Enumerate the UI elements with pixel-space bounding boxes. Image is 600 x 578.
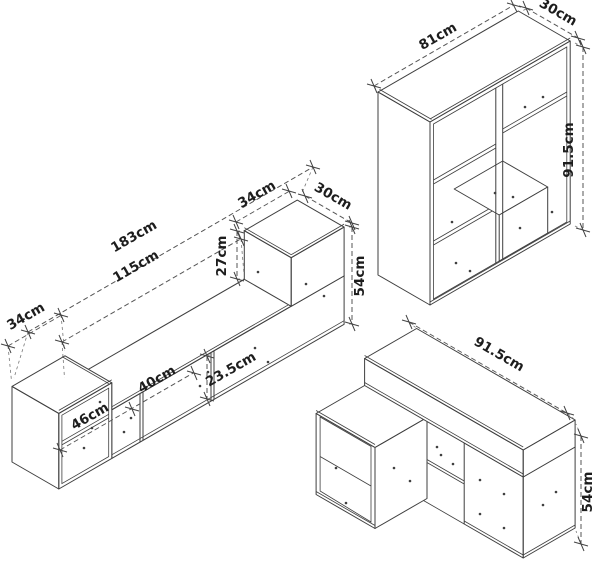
- dim-label-top-cube-width: 34cm: [235, 177, 278, 211]
- dim-label-upright-height: 91.5cm: [561, 122, 577, 177]
- low-right-cube-doubles: [464, 520, 576, 556]
- beam-bottom-sill: [111, 320, 345, 456]
- left-cube-inner-shelf: [61, 413, 109, 446]
- left-cube-edge-doubles: [58, 356, 113, 411]
- right-cube-edge-doubles: [244, 223, 345, 256]
- beam-dividers: [139, 350, 215, 443]
- tv-stand-left-cube: [11, 355, 113, 490]
- upright-edge-doubles: [379, 37, 571, 303]
- dim-label-top-cube-depth: 30cm: [311, 179, 354, 213]
- upright-divider: [495, 84, 504, 263]
- dim-label-top-cube-height: 27cm: [214, 236, 230, 277]
- low-left-cube-inner-shelf: [319, 456, 372, 487]
- low-right-cube-silhouette: [464, 443, 576, 558]
- low-shelf-right-cube: [463, 442, 576, 559]
- low-left-cube-silhouette: [316, 383, 427, 529]
- dimension-lines: [408, 321, 582, 544]
- low-shelf-beam: [364, 328, 576, 478]
- dimension-ticks: [366, 0, 591, 238]
- low-left-cube-window: [319, 416, 372, 523]
- low-beam-end-face: [522, 419, 576, 478]
- upright-front-face: [429, 40, 571, 306]
- right-cube-front-face: [290, 226, 345, 307]
- low-shelf-middle-interior: [423, 445, 465, 525]
- low-beam-doubles: [364, 355, 524, 475]
- left-cube-front-face: [58, 382, 113, 490]
- unit-low-shelf: 91.5cm 54cm: [315, 314, 596, 559]
- right-cube-screw-holes: [256, 270, 326, 298]
- left-cube-opening-frame: [61, 387, 110, 485]
- dim-label-low-height: 54cm: [580, 472, 596, 513]
- unit-upright-shelf: 81cm 30cm 91.5cm: [366, 0, 591, 306]
- dimension-lines: [373, 4, 584, 230]
- unit-tv-stand: 183cm 115cm 34cm 46cm 40cm 23.5cm 34cm 3…: [0, 159, 368, 490]
- low-left-cube-doubles: [315, 410, 376, 526]
- low-left-cube-right-face: [374, 417, 428, 529]
- upright-shelves: [433, 91, 567, 246]
- dimension-ticks: [0, 159, 360, 458]
- low-shelf-left-cube: [315, 383, 428, 529]
- middle-shelf-lines: [423, 457, 465, 525]
- tv-stand-right-cube: [243, 199, 345, 307]
- left-cube-pin-holes: [82, 400, 102, 450]
- upright-inner-cube-front: [498, 186, 549, 262]
- dimension-ticks: [401, 314, 589, 552]
- low-beam-silhouette: [364, 328, 576, 477]
- extension-lines: [7, 166, 352, 400]
- dim-label-right-height: 54cm: [352, 256, 368, 297]
- upright-pin-holes: [450, 95, 554, 273]
